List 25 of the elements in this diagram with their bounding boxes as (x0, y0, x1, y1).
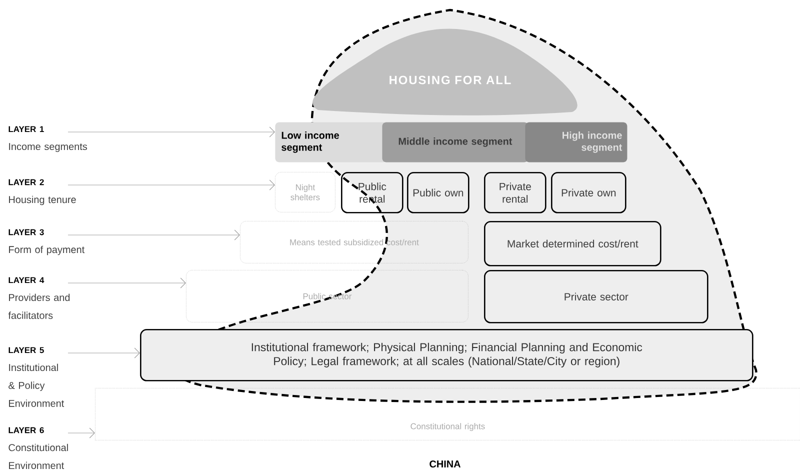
rounded-box: Private own (551, 172, 626, 214)
rounded-box: Private sector (484, 270, 708, 324)
rounded-box: Public own (407, 172, 470, 214)
dotted-box: Night shelters (275, 172, 336, 212)
income-band: High income segment (525, 122, 628, 162)
arrow (68, 348, 140, 358)
arrow (68, 126, 275, 138)
arrow (68, 278, 186, 288)
layer-label: LAYER 2 Housing tenure (8, 179, 76, 206)
arrow (68, 180, 275, 190)
income-band: Middle income segment (382, 122, 528, 162)
rounded-box: Private rental (484, 172, 546, 214)
rounded-box: Public rental (341, 172, 404, 214)
layer-label: LAYER 6 Constitutional Environment (8, 427, 68, 470)
framework-box: Institutional framework; Physical Planning; Financial Planning and Economic Policy; Legal framework; at all scales (National/State/City or region) (140, 329, 754, 382)
rounded-box: Market determined cost/rent (484, 220, 662, 266)
layer-label: LAYER 5 Institutional & Policy Environment (8, 347, 64, 407)
layer-label: LAYER 1 Income segments (8, 126, 88, 152)
region-label: CHINA (430, 460, 461, 468)
arrow (68, 230, 240, 240)
arrow (68, 428, 95, 438)
dotted-box: Constitutional rights (95, 388, 800, 440)
income-band: Low income segment (275, 122, 388, 162)
layer-label: LAYER 4 Providers and facilitators (8, 277, 70, 319)
layer-label: LAYER 3 Form of payment (8, 229, 85, 256)
